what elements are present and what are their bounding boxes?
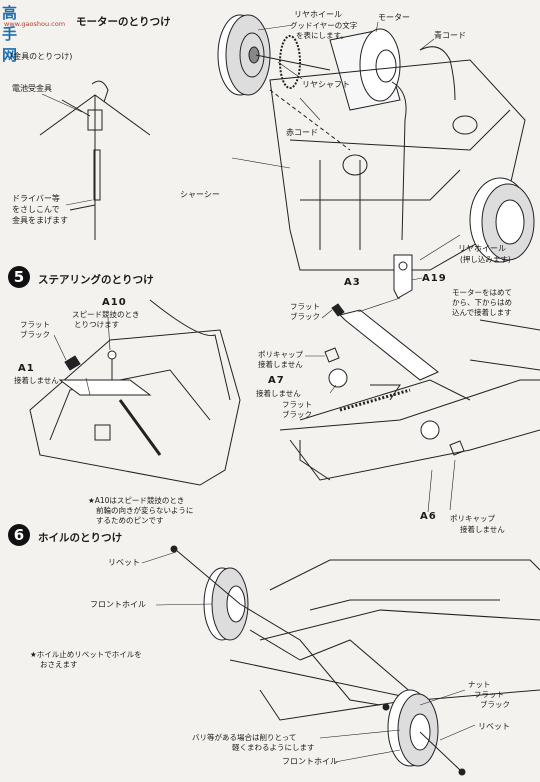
label-red-cord: 赤コード [286, 128, 318, 137]
label-driver-line1: ドライバー等 [12, 194, 60, 203]
label-a10-note2: とりつけます [74, 320, 120, 329]
note-rivet-line2: おさえます [40, 660, 78, 669]
label-part-a6: A6 [420, 511, 437, 522]
label-a19-note3: 込んで接着します [452, 308, 512, 317]
label-part-a3: A3 [344, 277, 361, 288]
battery-terminal-detail [39, 80, 151, 240]
label-a7-note: 接着しません [256, 389, 301, 398]
motor-chassis-drawing [217, 14, 535, 299]
label-a1-note: 接着しません [14, 376, 59, 385]
step4-subtitle: (金具のとりつけ) [10, 52, 73, 61]
steering-left-drawing [29, 299, 241, 486]
label-rear-wheel-press-note: (押し込みます) [460, 255, 511, 264]
label-rivet-1: リベット [108, 558, 140, 567]
label-chassis: シャーシー [180, 190, 220, 199]
label-flat-black-1a: フラット [20, 320, 50, 329]
watermark-url: www.gaoshou.com [4, 20, 66, 28]
label-flat-black-2a: フラット [290, 302, 320, 311]
steering-right-drawing [279, 303, 540, 481]
label-rear-wheel-note1: グッドイヤーの文字 [290, 21, 358, 30]
step5-title: ステアリングのとりつけ [38, 274, 154, 286]
step4-title: モーターのとりつけ [76, 16, 171, 28]
step6-title: ホイルのとりつけ [38, 532, 123, 544]
label-part-a7: A7 [268, 375, 285, 386]
label-front-wheel-2: フロントホイル [282, 757, 338, 766]
note-a10-line1: ★A10はスピード競技のとき [88, 496, 185, 505]
note-burr-line2: 軽くまわるようにします [232, 743, 315, 752]
label-motor: モーター [378, 13, 410, 22]
label-flat-black-3a: フラット [282, 400, 312, 409]
note-burr-line1: バリ等がある場合は削りとって [192, 733, 297, 742]
label-front-wheel-1: フロントホイル [90, 600, 146, 609]
label-polycap-1: ポリキャップ [258, 350, 303, 359]
label-rear-wheel-note2: を表にします。 [296, 31, 348, 40]
watermark-title: 高手网 [2, 4, 19, 64]
label-polycap-2-note: 接着しません [460, 525, 505, 534]
label-polycap-2: ポリキャップ [450, 514, 495, 523]
label-flat-black-1b: ブラック [20, 330, 50, 339]
note-rivet-line1: ★ホイル止めリベットでホイルを [30, 650, 142, 659]
note-a10-line3: するためのピンです [96, 516, 164, 525]
step5-number: 5 [8, 266, 30, 288]
label-nut: ナット [468, 680, 491, 689]
label-battery-terminal: 電池受金具 [12, 84, 52, 93]
label-a10-note1: スピード競技のとき [72, 310, 140, 319]
label-part-a1: A1 [18, 363, 35, 374]
label-nut-flat: フラット [474, 690, 504, 699]
label-rear-shaft: リヤシャフト [302, 80, 350, 89]
label-rear-wheel: リヤホイール [294, 10, 342, 19]
leader-lines [41, 21, 476, 763]
wheel-attachment-drawing [170, 545, 540, 776]
label-flat-black-3b: ブラック [282, 410, 312, 419]
label-rivet-2: リベット [478, 722, 510, 731]
label-a19-note2: から、下からはめ [452, 298, 512, 307]
label-part-a19: A19 [422, 273, 447, 284]
note-a10-line2: 前輪の向きが変らないように [96, 506, 194, 515]
label-part-a10: A10 [102, 297, 127, 308]
label-a19-note1: モーターをはめて [452, 288, 512, 297]
label-flat-black-2b: ブラック [290, 312, 320, 321]
label-nut-black: ブラック [480, 700, 510, 709]
label-blue-cord: 青コード [434, 31, 466, 40]
label-driver-line2: をさしこんで [12, 205, 60, 214]
label-rear-wheel-press: リヤホイール [458, 244, 506, 253]
label-polycap-1-note: 接着しません [258, 360, 303, 369]
label-driver-line3: 金具をまげます [12, 216, 68, 225]
step6-number: 6 [8, 524, 30, 546]
